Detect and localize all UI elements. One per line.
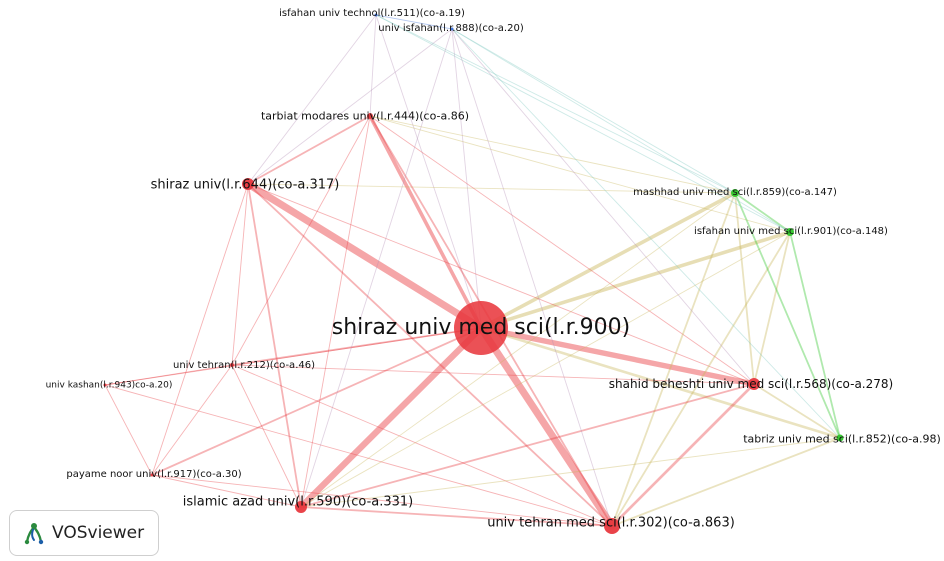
edge-beheshti-isfahan_med [753, 231, 791, 385]
edge-shiraz_med-payame [151, 327, 482, 476]
node-label-azad: islamic azad univ(l.r.590)(co-a.331) [182, 494, 414, 510]
edge-tehran_med-mashhad [611, 192, 736, 527]
node-shiraz_med[interactable] [454, 301, 508, 355]
edge-isfahan_tech-univ_isfahan [375, 14, 453, 30]
edge-azad-beheshti [300, 383, 755, 508]
edge-shiraz_univ-payame [151, 183, 249, 476]
edge-univ_isfahan-isfahan_med [451, 28, 791, 233]
node-beheshti[interactable] [748, 378, 760, 390]
edge-shiraz_univ-univ_tehran [231, 183, 249, 366]
edge-shiraz_med-tabriz [479, 326, 842, 440]
node-isfahan_tech[interactable] [374, 13, 378, 17]
node-label-tarbiat: tarbiat modares univ(l.r.444)(co-a.86) [260, 109, 470, 123]
node-tabriz[interactable] [836, 434, 844, 442]
edge-univ_isfahan-tehran_med [451, 28, 613, 527]
node-label-shiraz_med: shiraz univ med sci(l.r.900) [331, 315, 631, 340]
edge-isfahan_tech-mashhad [375, 14, 736, 194]
edge-tehran_med-azad [300, 506, 613, 527]
vosviewer-logo: VOSviewer [9, 510, 159, 556]
edge-shiraz_med-univ_tehran [231, 327, 482, 366]
edge-tehran_med-univ_tehran [231, 364, 613, 527]
edge-mashhad-isfahan_med [734, 192, 791, 233]
edge-shiraz_med-shiraz_univ [244, 180, 485, 332]
edge-beheshti-tabriz [753, 383, 841, 439]
node-label-tehran_med: univ tehran med sci(l.r.302)(co-a.863) [487, 515, 735, 531]
edge-tarbiat-beheshti [369, 115, 755, 385]
edge-isfahan_tech-tarbiat [369, 14, 377, 117]
node-label-beheshti: shahid beheshti univ med sci(l.r.568)(co… [608, 377, 894, 391]
edge-shiraz_med-azad [297, 324, 485, 511]
edge-shiraz_med-tehran_med [477, 324, 616, 530]
edge-univ_tehran-kashan [104, 364, 233, 386]
node-azad[interactable] [295, 501, 307, 513]
edge-tarbiat-azad [300, 115, 371, 508]
node-label-kashan: univ kashan(l.r.943)co-a.20) [45, 380, 173, 391]
node-label-tabriz: tabriz univ med sci(l.r.852)(co-a.98) [743, 432, 941, 446]
edge-tarbiat-mashhad [369, 115, 736, 194]
edge-shiraz_univ-azad [247, 183, 302, 508]
edge-univ_isfahan-beheshti [451, 28, 755, 385]
edge-azad-payame [151, 474, 302, 508]
edge-univ_tehran-payame [151, 364, 233, 476]
node-shiraz_univ[interactable] [242, 178, 254, 190]
node-payame[interactable] [150, 473, 154, 477]
edge-shiraz_univ-beheshti [247, 183, 755, 385]
node-layer [103, 13, 844, 534]
edge-kashan-tehran_med [104, 384, 613, 527]
node-univ_isfahan[interactable] [450, 27, 454, 31]
node-label-isfahan_tech: isfahan univ technol(l.r.511)(co-a.19) [279, 8, 465, 19]
edge-isfahan_med-tabriz [789, 231, 841, 439]
edge-beheshti-univ_tehran [231, 364, 755, 385]
node-label-payame: payame noor univ(l.r.917)(co-a.30) [66, 469, 242, 480]
edge-tarbiat-isfahan_med [369, 115, 791, 233]
edge-azad-tabriz [300, 437, 841, 508]
edge-kashan-payame [104, 384, 153, 476]
edge-azad-isfahan_med [300, 231, 791, 508]
node-mashhad[interactable] [731, 189, 739, 197]
edge-shiraz_med-beheshti [478, 325, 757, 387]
node-label-isfahan_med: isfahan univ med sci(l.r.901)(co-a.148) [694, 226, 888, 237]
edge-univ_isfahan-azad [300, 28, 453, 508]
edge-tehran_med-beheshti [610, 382, 756, 528]
edge-payame-tehran_med [151, 474, 613, 527]
edge-isfahan_tech-isfahan_med [375, 14, 791, 233]
edge-shiraz_med-tarbiat [368, 114, 483, 330]
edge-shiraz_univ-isfahan_tech [247, 14, 377, 185]
node-isfahan_med[interactable] [786, 228, 794, 236]
edge-shiraz_univ-mashhad [247, 183, 736, 194]
edge-univ_isfahan-mashhad [451, 28, 736, 194]
edge-tehran_med-isfahan_med [611, 231, 791, 527]
edge-layer [104, 14, 842, 530]
edge-azad-mashhad [300, 192, 736, 508]
edge-shiraz_univ-tarbiat [247, 115, 371, 185]
node-label-univ_isfahan: univ isfahan(l.r.888)(co-a.20) [378, 23, 524, 34]
edge-shiraz_med-univ_isfahan [451, 28, 482, 329]
node-label-mashhad: mashhad univ med sci(l.r.859)(co-a.147) [633, 187, 837, 198]
edge-tarbiat-univ_tehran [231, 115, 371, 366]
node-label-shiraz_univ: shiraz univ(l.r.644)(co-a.317) [150, 177, 340, 193]
edge-tehran_med-tabriz [611, 437, 841, 527]
edge-shiraz_univ-univ_isfahan [247, 28, 453, 185]
node-tarbiat[interactable] [367, 113, 373, 119]
edge-shiraz_univ-tehran_med [247, 183, 613, 527]
logo-text: VOSviewer [52, 523, 145, 543]
edge-univ_isfahan-tabriz [451, 28, 841, 439]
vosviewer-logo-icon [24, 523, 44, 545]
edge-mashhad-tabriz [734, 192, 841, 439]
node-univ_tehran[interactable] [230, 363, 234, 367]
edge-shiraz_med-isfahan_med [479, 230, 792, 330]
edge-shiraz_med-kashan [104, 327, 482, 386]
edge-azad-univ_tehran [231, 364, 302, 508]
edge-shiraz_med-mashhad [479, 191, 737, 330]
node-kashan[interactable] [103, 383, 107, 387]
edge-beheshti-mashhad [734, 192, 755, 385]
edge-shiraz_med-isfahan_tech [375, 14, 482, 329]
node-label-univ_tehran: univ tehran(l.r.212)(co-a.46) [172, 360, 316, 371]
node-tehran_med[interactable] [604, 518, 620, 534]
